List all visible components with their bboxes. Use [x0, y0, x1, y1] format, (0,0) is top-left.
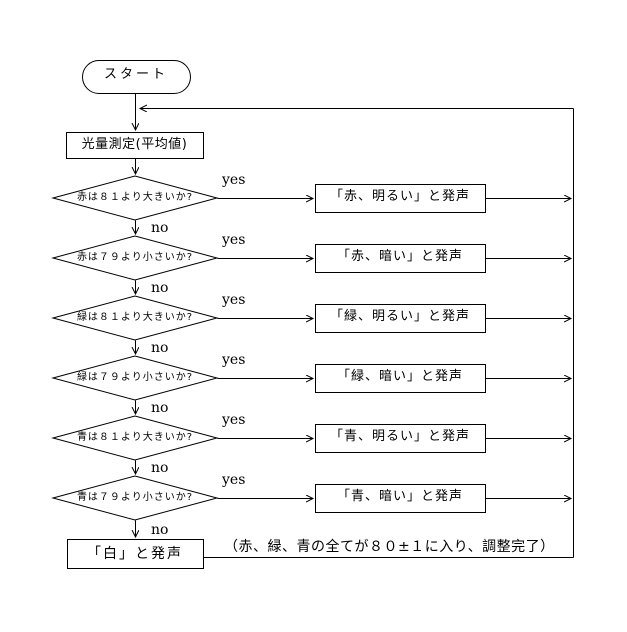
condition-label-red-high: 赤は８１より大きいか? — [76, 192, 194, 203]
no-label-4: no — [151, 400, 169, 416]
action-label-blue-bright: 「青、明るい」と発声 — [329, 429, 470, 444]
condition-label-green-high: 緑は８１より大きいか? — [76, 312, 194, 323]
no-label-3: no — [151, 340, 169, 356]
no-label-2: no — [151, 280, 169, 296]
yes-label-6: yes — [222, 472, 246, 488]
start-label: スタート — [103, 67, 168, 82]
action-label-red-bright: 「赤、明るい」と発声 — [329, 189, 470, 204]
decision-diamond-blue-high — [51, 415, 219, 461]
annotation-label: （赤、緑、青の全てが８０±１に入り、調整完了） — [224, 539, 555, 555]
condition-label-blue-high: 青は８１より大きいか? — [76, 432, 194, 443]
yes-label-4: yes — [222, 352, 246, 368]
final-label: 「白」と発声 — [87, 546, 183, 562]
condition-label-red-low: 赤は７９より小さいか? — [76, 252, 194, 263]
no-label-5: no — [151, 460, 169, 476]
decision-diamond-red-low — [51, 235, 219, 281]
action-label-green-dark: 「緑、暗い」と発声 — [336, 369, 463, 384]
action-label-blue-dark: 「青、暗い」と発声 — [336, 489, 463, 504]
yes-label-5: yes — [222, 412, 246, 428]
condition-label-green-low: 緑は７９より小さいか? — [76, 372, 194, 383]
decision-diamond-green-high — [51, 295, 219, 341]
condition-label-blue-low: 青は７９より小さいか? — [76, 492, 194, 503]
start-terminator-shape — [82, 60, 191, 94]
action-label-green-bright: 「緑、明るい」と発声 — [329, 309, 470, 324]
no-label-6: no — [151, 522, 169, 538]
decision-diamond-blue-low — [51, 475, 219, 521]
no-label-1: no — [151, 220, 169, 236]
final-box-shape — [67, 539, 204, 569]
measure-label: 光量測定(平均値) — [81, 137, 188, 152]
action-label-red-dark: 「赤、暗い」と発声 — [336, 249, 463, 264]
yes-label-2: yes — [222, 232, 246, 248]
yes-label-1: yes — [222, 172, 246, 188]
yes-label-3: yes — [222, 292, 246, 308]
decision-diamond-green-low — [51, 355, 219, 401]
decision-diamond-red-high — [51, 175, 219, 221]
